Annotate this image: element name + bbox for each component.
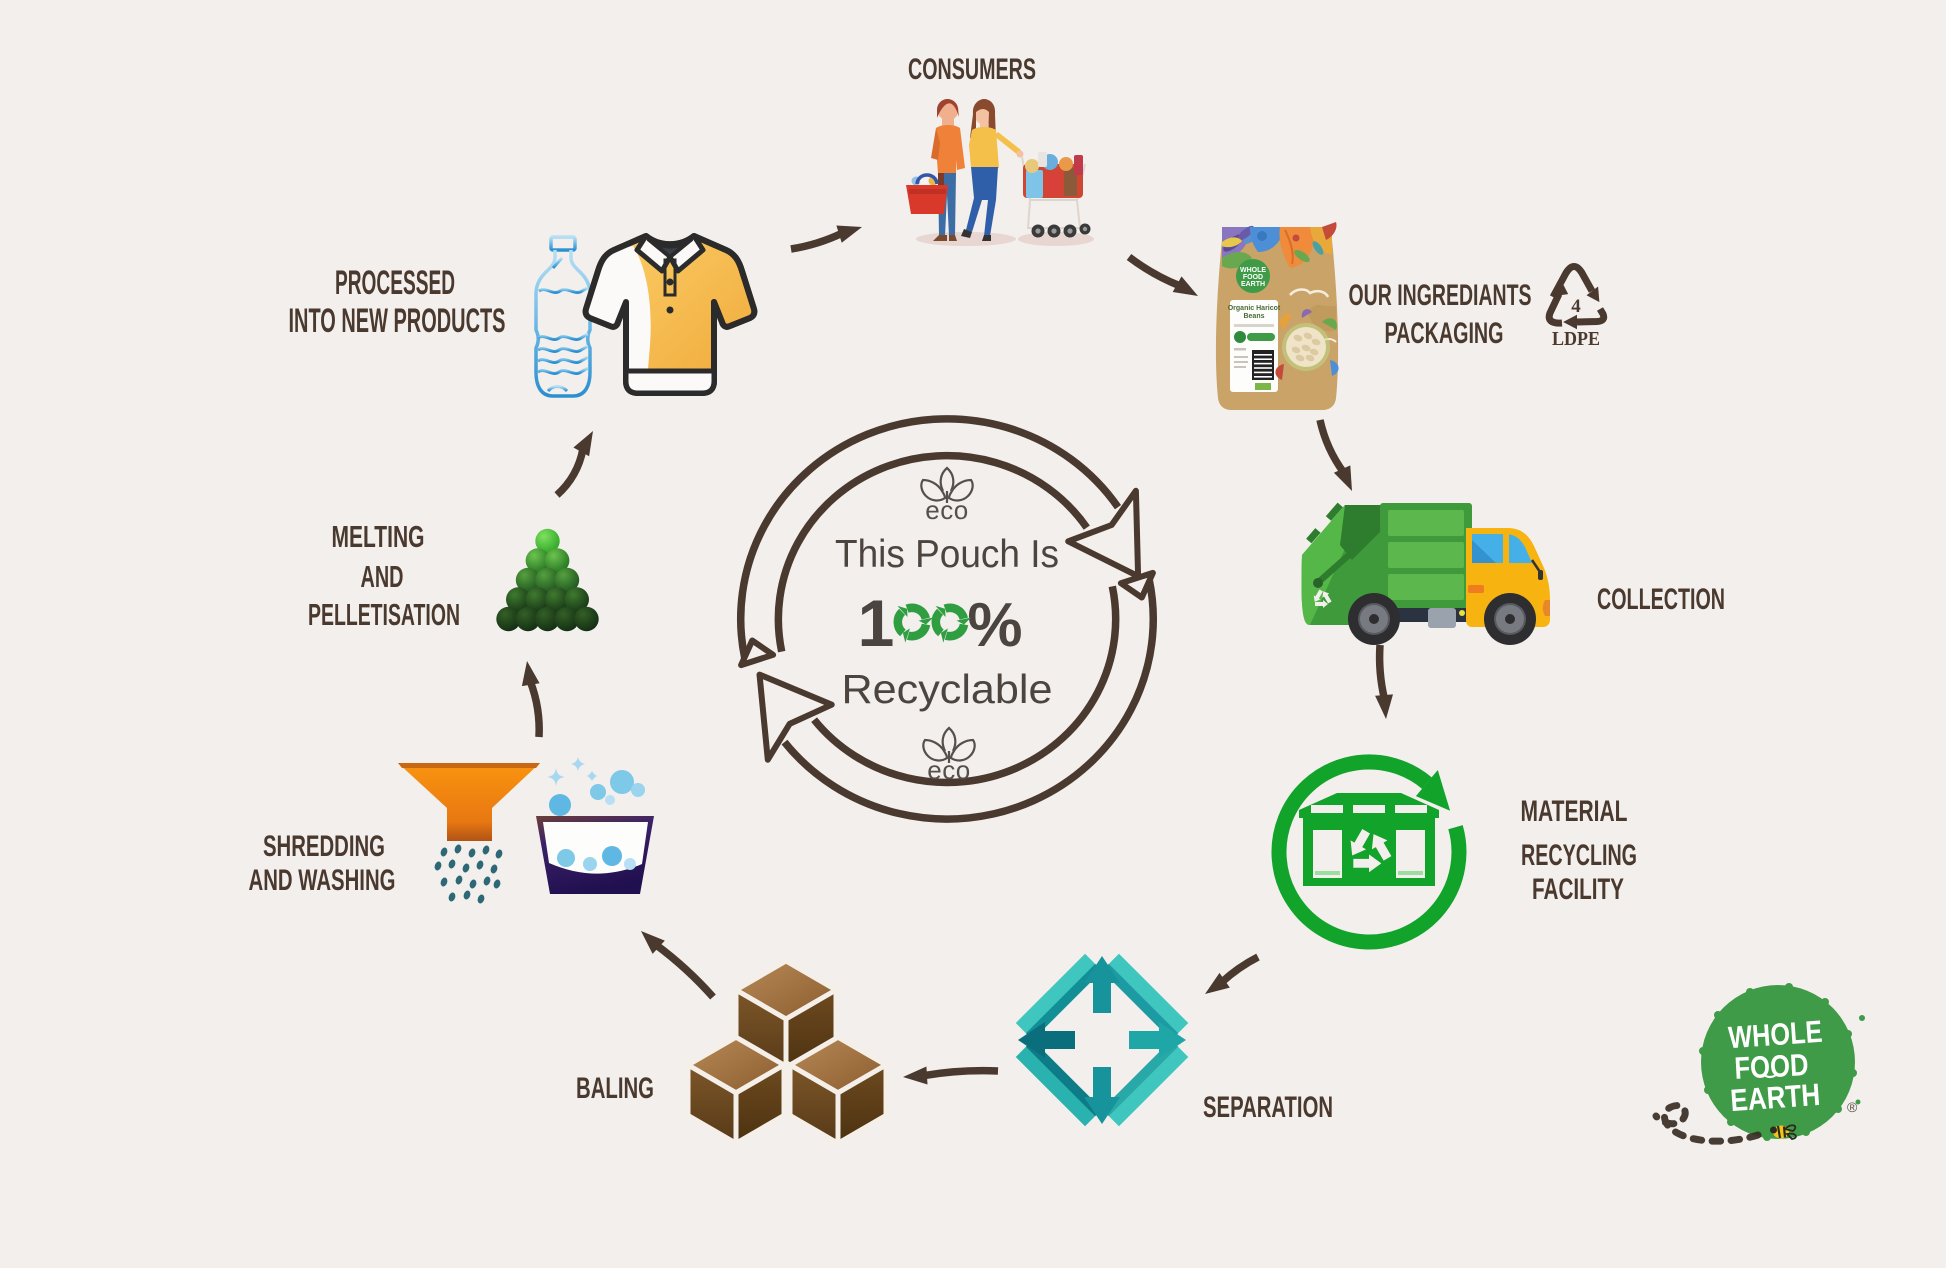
svg-text:WHOLE: WHOLE — [1727, 1014, 1823, 1055]
svg-text:4: 4 — [1571, 296, 1581, 317]
svg-text:1: 1 — [858, 586, 895, 660]
svg-text:PACKAGING: PACKAGING — [1385, 317, 1504, 350]
svg-text:SEPARATION: SEPARATION — [1203, 1091, 1333, 1124]
svg-text:WHOLE: WHOLE — [1240, 267, 1266, 274]
svg-text:FOOD: FOOD — [1734, 1047, 1810, 1086]
svg-text:COLLECTION: COLLECTION — [1597, 583, 1725, 616]
svg-text:RECYCLING: RECYCLING — [1521, 839, 1637, 872]
svg-text:Recyclable: Recyclable — [842, 666, 1053, 712]
svg-text:PELLETISATION: PELLETISATION — [308, 597, 460, 632]
svg-text:SHREDDING: SHREDDING — [263, 830, 385, 863]
svg-text:%: % — [967, 591, 1022, 660]
svg-text:®: ® — [1847, 1099, 1858, 1115]
svg-text:EARTH: EARTH — [1729, 1077, 1821, 1118]
svg-text:BALING: BALING — [576, 1072, 654, 1105]
svg-text:LDPE: LDPE — [1552, 329, 1600, 350]
svg-text:INTO NEW PRODUCTS: INTO NEW PRODUCTS — [289, 302, 506, 340]
svg-text:AND WASHING: AND WASHING — [249, 864, 396, 897]
svg-text:FACILITY: FACILITY — [1532, 873, 1624, 906]
svg-text:PROCESSED: PROCESSED — [335, 264, 455, 302]
svg-text:MATERIAL: MATERIAL — [1521, 795, 1628, 828]
svg-text:Beans: Beans — [1243, 313, 1264, 320]
svg-text:EARTH: EARTH — [1241, 281, 1265, 288]
svg-text:AND: AND — [361, 559, 404, 594]
svg-text:CONSUMERS: CONSUMERS — [908, 53, 1036, 86]
svg-text:eco: eco — [925, 495, 968, 525]
svg-text:FOOD: FOOD — [1243, 274, 1263, 281]
svg-text:This Pouch Is: This Pouch Is — [835, 533, 1059, 576]
svg-text:OUR INGREDIANTS: OUR INGREDIANTS — [1349, 279, 1532, 312]
svg-text:Organic Haricot: Organic Haricot — [1228, 305, 1281, 312]
svg-text:eco: eco — [927, 755, 970, 785]
svg-text:MELTING: MELTING — [332, 519, 425, 554]
